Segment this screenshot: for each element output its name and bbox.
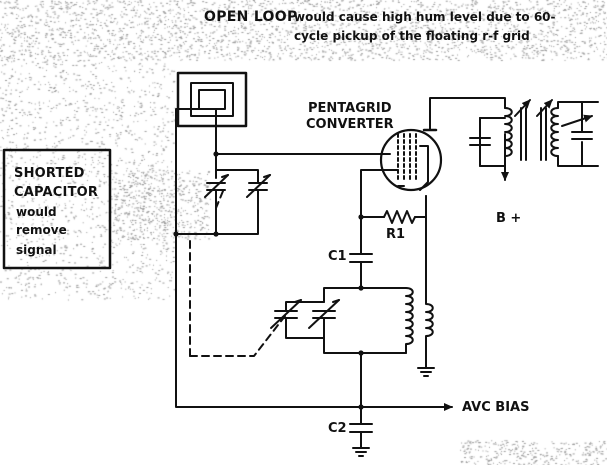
- oscillator-grid-wire: [360, 169, 399, 255]
- ground-symbol: [417, 367, 435, 377]
- tube-label-line2: CONVERTER: [306, 117, 394, 132]
- if-transformer-primary: [469, 99, 531, 167]
- caption-line1: would cause high hum level due to 60-: [294, 10, 556, 24]
- callout-line5: signal: [16, 243, 57, 257]
- resistor-r1: [383, 210, 416, 224]
- callout-line2: CAPACITOR: [14, 185, 99, 200]
- caption-line2: cycle pickup of the floating r-f grid: [294, 29, 530, 43]
- callout-line4: remove: [16, 223, 67, 237]
- oscillator-coil: [405, 287, 414, 354]
- plate-wire: [429, 97, 506, 131]
- avc-rail-wire: [175, 108, 453, 411]
- pentagrid-tube: [379, 128, 443, 192]
- oscillator-tuning-capacitor: [270, 299, 340, 339]
- rf-tuning-capacitor: [175, 169, 271, 235]
- c2-label: C2: [328, 421, 347, 436]
- gang-link-dashed: [189, 315, 286, 357]
- callout-line3: would: [16, 205, 57, 219]
- avc-bias-label: AVC BIAS: [462, 400, 530, 415]
- capacitor-c2: [349, 423, 373, 433]
- if-transformer-secondary: [536, 99, 599, 167]
- callout-line1: SHORTED: [14, 166, 85, 181]
- b-plus-label: B +: [496, 211, 522, 226]
- cathode-coil: [425, 195, 434, 369]
- r1-label: R1: [386, 227, 406, 242]
- caption-title: OPEN LOOP: [204, 9, 298, 25]
- c1-label: C1: [328, 249, 347, 264]
- oscillator-tank-wire: [323, 287, 407, 303]
- ground-symbol-c2: [352, 447, 370, 457]
- tube-label-line1: PENTAGRID: [308, 101, 392, 116]
- callout-box: [2, 148, 112, 270]
- capacitor-c1: [349, 253, 373, 263]
- loop-antenna: [176, 71, 248, 128]
